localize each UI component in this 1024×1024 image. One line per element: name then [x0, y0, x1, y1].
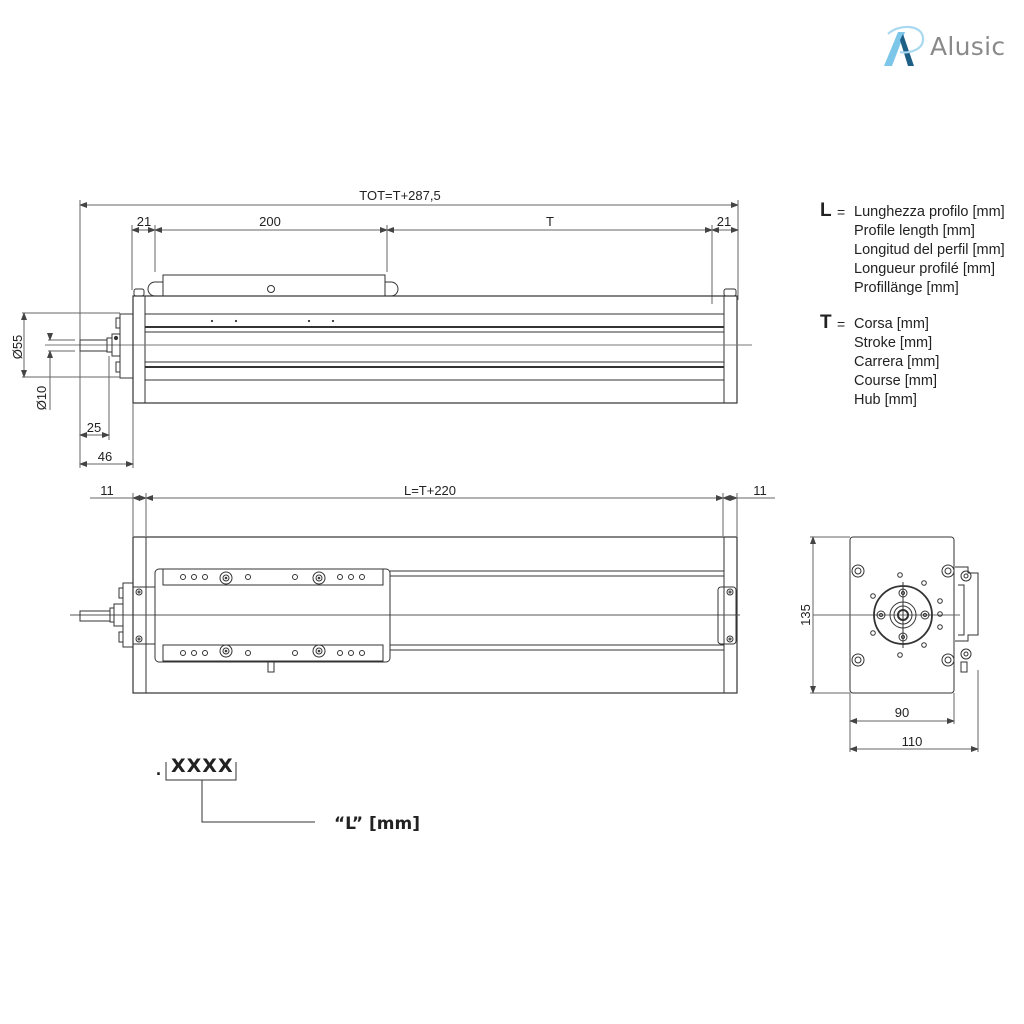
- order-code-prefix: .: [156, 759, 161, 779]
- brand-logo: Alusic: [878, 22, 1013, 72]
- dim-flange-diameter: Ø55: [10, 335, 25, 360]
- legend-symbol-t: T: [820, 312, 832, 333]
- legend-line: Course [mm]: [854, 373, 937, 389]
- brand-name: Alusic: [930, 32, 1006, 61]
- order-code: . XXXX “L” [mm]: [156, 755, 420, 834]
- dim-left-end: 11: [100, 483, 114, 498]
- legend-group-l: L = Lunghezza profilo [mm] Profile lengt…: [818, 200, 1005, 298]
- legend-line: Corsa [mm]: [854, 316, 929, 332]
- dim-right-end: 11: [753, 483, 767, 498]
- dim-shaft-length: 25: [87, 420, 101, 435]
- legend-symbol-l: L: [820, 200, 832, 221]
- legend-line: Hub [mm]: [854, 392, 917, 408]
- carriage-holes-bottom: [180, 644, 365, 658]
- dim-carriage-length: 200: [259, 214, 281, 229]
- dim-profile-length: L=T+220: [404, 483, 456, 498]
- carriage-holes-top: [180, 571, 365, 585]
- dim-left-offset: 21: [137, 214, 151, 229]
- legend-line: Stroke [mm]: [854, 335, 933, 351]
- legend: L = Lunghezza profilo [mm] Profile lengt…: [818, 200, 1005, 427]
- legend-line: Longueur profilé [mm]: [854, 261, 996, 277]
- legend-group-t: T = Corsa [mm] Stroke [mm] Carrera [mm] …: [818, 312, 1005, 410]
- legend-line: Profile length [mm]: [854, 223, 975, 239]
- legend-line: Carrera [mm]: [854, 354, 940, 370]
- alusic-logo-icon: [884, 25, 925, 66]
- legend-equals: =: [837, 316, 846, 332]
- dim-shaft-diameter: Ø10: [34, 386, 49, 411]
- side-view: [21, 200, 752, 468]
- legend-line: Profillänge [mm]: [854, 280, 959, 296]
- dim-width-inner: 90: [895, 705, 909, 720]
- dim-stroke: T: [546, 214, 554, 229]
- order-code-label: “L” [mm]: [334, 814, 420, 834]
- top-view: [70, 493, 775, 694]
- dim-width-outer: 110: [902, 734, 923, 749]
- dim-height: 135: [798, 604, 813, 626]
- dim-right-offset: 21: [717, 214, 731, 229]
- dim-motor-offset: 46: [98, 449, 112, 464]
- legend-line: Lunghezza profilo [mm]: [854, 204, 1005, 220]
- order-code-placeholder: XXXX: [171, 755, 234, 777]
- legend-line: Longitud del perfil [mm]: [854, 242, 1005, 258]
- end-view: [810, 536, 979, 752]
- dim-total: TOT=T+287,5: [359, 188, 440, 203]
- legend-equals: =: [837, 204, 846, 220]
